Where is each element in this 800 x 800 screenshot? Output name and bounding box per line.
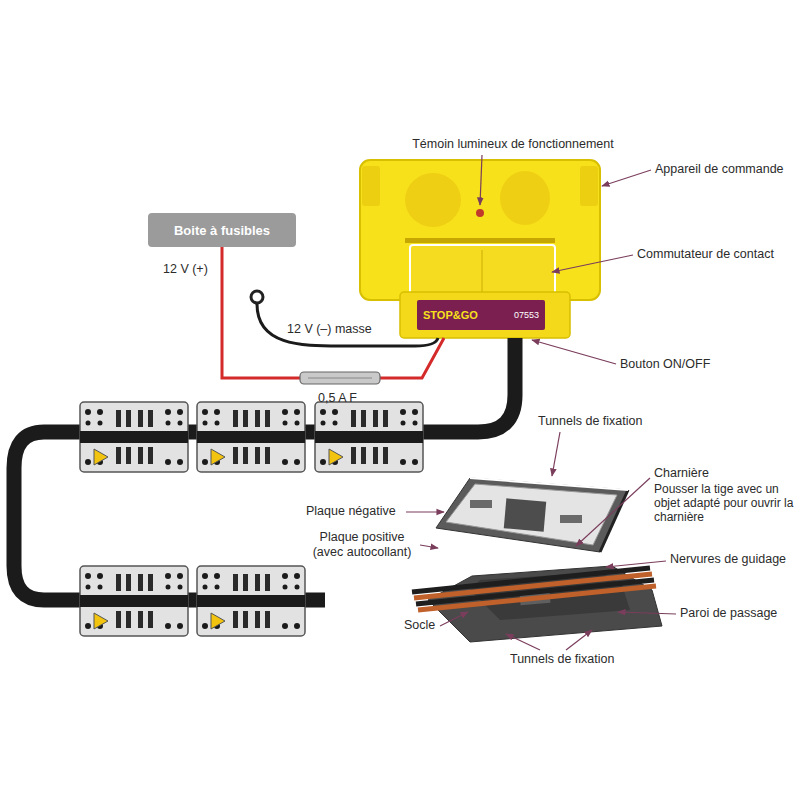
box-label: Boite à fusibles: [174, 223, 270, 238]
sensor-clamp: [412, 478, 662, 642]
sensor-plate: [197, 402, 305, 472]
callout-label: Commutateur de contact: [637, 247, 787, 262]
sensor-plate: [315, 402, 423, 472]
part-number: 07553: [514, 310, 539, 320]
box-text: Boite à fusibles: [174, 223, 270, 238]
control-unit-body: [360, 160, 600, 338]
callout-label: Appareil de commande: [655, 162, 795, 177]
callout-label: Tunnels de fixation: [510, 652, 650, 667]
sensor-plate: [80, 566, 188, 636]
ring-terminal: [251, 291, 263, 303]
control-unit: STOP&GO 07553: [360, 160, 600, 338]
fuse-box: Boite à fusibles: [148, 213, 296, 247]
indicator-light: [476, 209, 484, 217]
callout-label: Témoin lumineux de fonctionnement: [398, 137, 628, 152]
power-wire: [222, 247, 444, 378]
callout-note: Pousser la tige avec un objet adapté pou…: [654, 482, 794, 524]
callout-label: Nervures de guidage: [670, 552, 795, 567]
callout-label: Plaque négative: [306, 504, 406, 519]
contact-switch: [410, 245, 555, 297]
callout-label: Socle: [404, 618, 444, 633]
sensor-plate: [80, 402, 188, 472]
callout-label: Tunnels de fixation: [538, 414, 678, 429]
callout-label: Plaque positive (avec autocollant): [306, 530, 418, 560]
callout-label: Bouton ON/OFF: [620, 357, 740, 372]
leader-lines: [406, 155, 676, 650]
callout-label: Charnière: [654, 466, 754, 481]
callout-label: Paroi de passage: [680, 606, 795, 621]
wire-label: 12 V (–) masse: [287, 322, 397, 337]
ground-wire: [257, 304, 438, 346]
inline-fuse: [300, 372, 380, 384]
sensor-plate: [197, 566, 305, 636]
fuse-rating: 0,5 A F: [318, 391, 388, 406]
wire-label: 12 V (+): [163, 262, 223, 277]
brand-name: STOP&GO: [423, 309, 478, 321]
brand-label: STOP&GO 07553: [417, 300, 545, 330]
